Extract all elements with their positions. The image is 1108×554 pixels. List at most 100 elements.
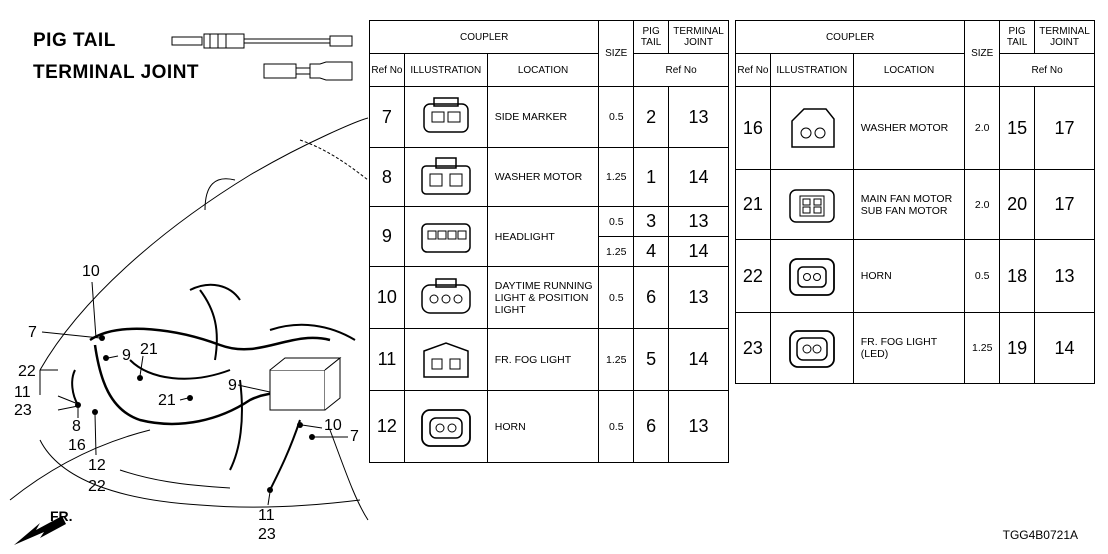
ref-number: 11 bbox=[369, 328, 405, 391]
coupler-icon bbox=[791, 108, 835, 148]
coupler-icon bbox=[788, 330, 835, 368]
callout-label: 23 bbox=[258, 526, 276, 543]
location-text: HORN bbox=[486, 390, 600, 463]
terminal-joint-ref: 13 bbox=[668, 390, 729, 463]
pig-tail-legend-label: PIG TAIL bbox=[33, 30, 116, 51]
wire-size: 1.25 bbox=[598, 236, 635, 267]
ref-number: 9 bbox=[369, 206, 405, 267]
pig-tail-ref: 5 bbox=[633, 328, 670, 391]
wire-size: 1.25 bbox=[964, 312, 1001, 384]
location-header: LOCATION bbox=[852, 53, 966, 87]
pig-tail-ref: 1 bbox=[633, 147, 670, 207]
coupler-illustration bbox=[769, 312, 854, 384]
table-row: 8 WASHER MOTOR 1.25 1 14 bbox=[369, 147, 729, 207]
callout-label: 12 bbox=[88, 457, 106, 474]
callout-label: 7 bbox=[350, 428, 359, 445]
coupler-illustration bbox=[769, 169, 854, 240]
coupler-icon bbox=[420, 408, 471, 447]
callout-label: 21 bbox=[140, 341, 158, 358]
coupler-illustration bbox=[403, 328, 488, 391]
terminal-joint-icon bbox=[263, 61, 353, 81]
wire-size: 0.5 bbox=[598, 390, 635, 463]
pig-tail-ref: 2 bbox=[633, 86, 670, 148]
pig-tail-ref: 15 bbox=[999, 86, 1036, 170]
callout-label: 22 bbox=[18, 363, 36, 380]
coupler-illustration bbox=[769, 86, 854, 170]
location-text: WASHER MOTOR bbox=[852, 86, 966, 170]
coupler-icon bbox=[421, 277, 471, 314]
coupler-illustration bbox=[403, 86, 488, 148]
callout-label: 11 bbox=[258, 507, 275, 524]
wire-size: 0.5 bbox=[598, 86, 635, 148]
terminal-joint-ref: 13 bbox=[668, 86, 729, 148]
coupler-icon bbox=[789, 188, 835, 223]
wire-size: 1.25 bbox=[598, 328, 635, 391]
coupler-icon bbox=[423, 97, 469, 133]
terminal-joint-ref: 14 bbox=[1034, 312, 1095, 384]
location-text: MAIN FAN MOTOR SUB FAN MOTOR bbox=[852, 169, 966, 240]
pig-tail-ref: 6 bbox=[633, 266, 670, 329]
illustration-header: ILLUSTRATION bbox=[769, 53, 854, 87]
callout-label: 21 bbox=[158, 392, 176, 409]
table-row: 21 MAIN FAN MOTOR SUB FAN MOTOR 2.0 20 1… bbox=[735, 169, 1095, 240]
callout-label: 10 bbox=[82, 263, 100, 280]
pig-tail-ref: 19 bbox=[999, 312, 1036, 384]
coupler-icon bbox=[788, 258, 835, 296]
front-direction-arrow-icon bbox=[14, 516, 66, 545]
location-text: SIDE MARKER bbox=[486, 86, 600, 148]
table-row: 22 HORN 0.5 18 13 bbox=[735, 239, 1095, 313]
wire-size: 0.5 bbox=[964, 239, 1001, 313]
ref-number: 7 bbox=[369, 86, 405, 148]
pig-tail-ref: 18 bbox=[999, 239, 1036, 313]
callout-label: 23 bbox=[14, 402, 32, 419]
pig-tail-header: PIG TAIL bbox=[999, 20, 1036, 54]
illustration-header: ILLUSTRATION bbox=[403, 53, 488, 87]
coupler-illustration bbox=[403, 390, 488, 463]
wire-size: 0.5 bbox=[598, 206, 635, 237]
pig-tail-header: PIG TAIL bbox=[633, 20, 670, 54]
location-text: WASHER MOTOR bbox=[486, 147, 600, 207]
table-row: 12 HORN 0.5 6 13 bbox=[369, 390, 729, 463]
coupler-icon bbox=[421, 222, 471, 253]
terminal-joint-header: TERMINAL JOINT bbox=[1034, 20, 1095, 54]
coupler-illustration bbox=[403, 266, 488, 329]
coupler-table-right: COUPLER SIZE PIG TAIL TERMINAL JOINT Ref… bbox=[734, 20, 1095, 384]
terminal-joint-header: TERMINAL JOINT bbox=[668, 20, 729, 54]
callout-label: 10 bbox=[324, 417, 342, 434]
size-header: SIZE bbox=[964, 20, 1001, 87]
terminal-joint-ref: 13 bbox=[668, 206, 729, 237]
callout-label: 7 bbox=[28, 324, 37, 341]
coupler-illustration bbox=[403, 206, 488, 267]
callout-label: 9 bbox=[122, 347, 131, 364]
wire-size: 1.25 bbox=[598, 147, 635, 207]
terminal-joint-ref: 17 bbox=[1034, 86, 1095, 170]
ref-number: 22 bbox=[735, 239, 771, 313]
coupler-header: COUPLER bbox=[734, 20, 966, 54]
terminal-joint-legend-label: TERMINAL JOINT bbox=[33, 62, 200, 83]
coupler-illustration bbox=[769, 239, 854, 313]
terminal-joint-ref: 13 bbox=[668, 266, 729, 329]
ref-no-pair-header: Ref No bbox=[999, 53, 1095, 87]
ref-no-pair-header: Ref No bbox=[633, 53, 729, 87]
location-header: LOCATION bbox=[486, 53, 600, 87]
ref-number: 23 bbox=[735, 312, 771, 384]
coupler-header: COUPLER bbox=[368, 20, 600, 54]
ref-number: 10 bbox=[369, 266, 405, 329]
table-row: 11 FR. FOG LIGHT 1.25 5 14 bbox=[369, 328, 729, 391]
callout-label: 9 bbox=[228, 377, 237, 394]
coupler-icon bbox=[421, 157, 471, 195]
wire-size: 0.5 bbox=[598, 266, 635, 329]
ref-number: 12 bbox=[369, 390, 405, 463]
engine-harness-diagram bbox=[9, 117, 369, 545]
coupler-illustration bbox=[403, 147, 488, 207]
terminal-joint-ref: 13 bbox=[1034, 239, 1095, 313]
terminal-joint-ref: 14 bbox=[668, 236, 729, 267]
pig-tail-ref: 4 bbox=[633, 236, 670, 267]
wire-size: 2.0 bbox=[964, 169, 1001, 240]
location-text: FR. FOG LIGHT bbox=[486, 328, 600, 391]
callout-label: 11 bbox=[14, 384, 31, 401]
location-text: DAYTIME RUNNING LIGHT & POSITION LIGHT bbox=[486, 266, 600, 329]
terminal-joint-ref: 17 bbox=[1034, 169, 1095, 240]
table-row: 23 FR. FOG LIGHT (LED) 1.25 19 14 bbox=[735, 312, 1095, 384]
callout-label: 8 bbox=[72, 418, 81, 435]
